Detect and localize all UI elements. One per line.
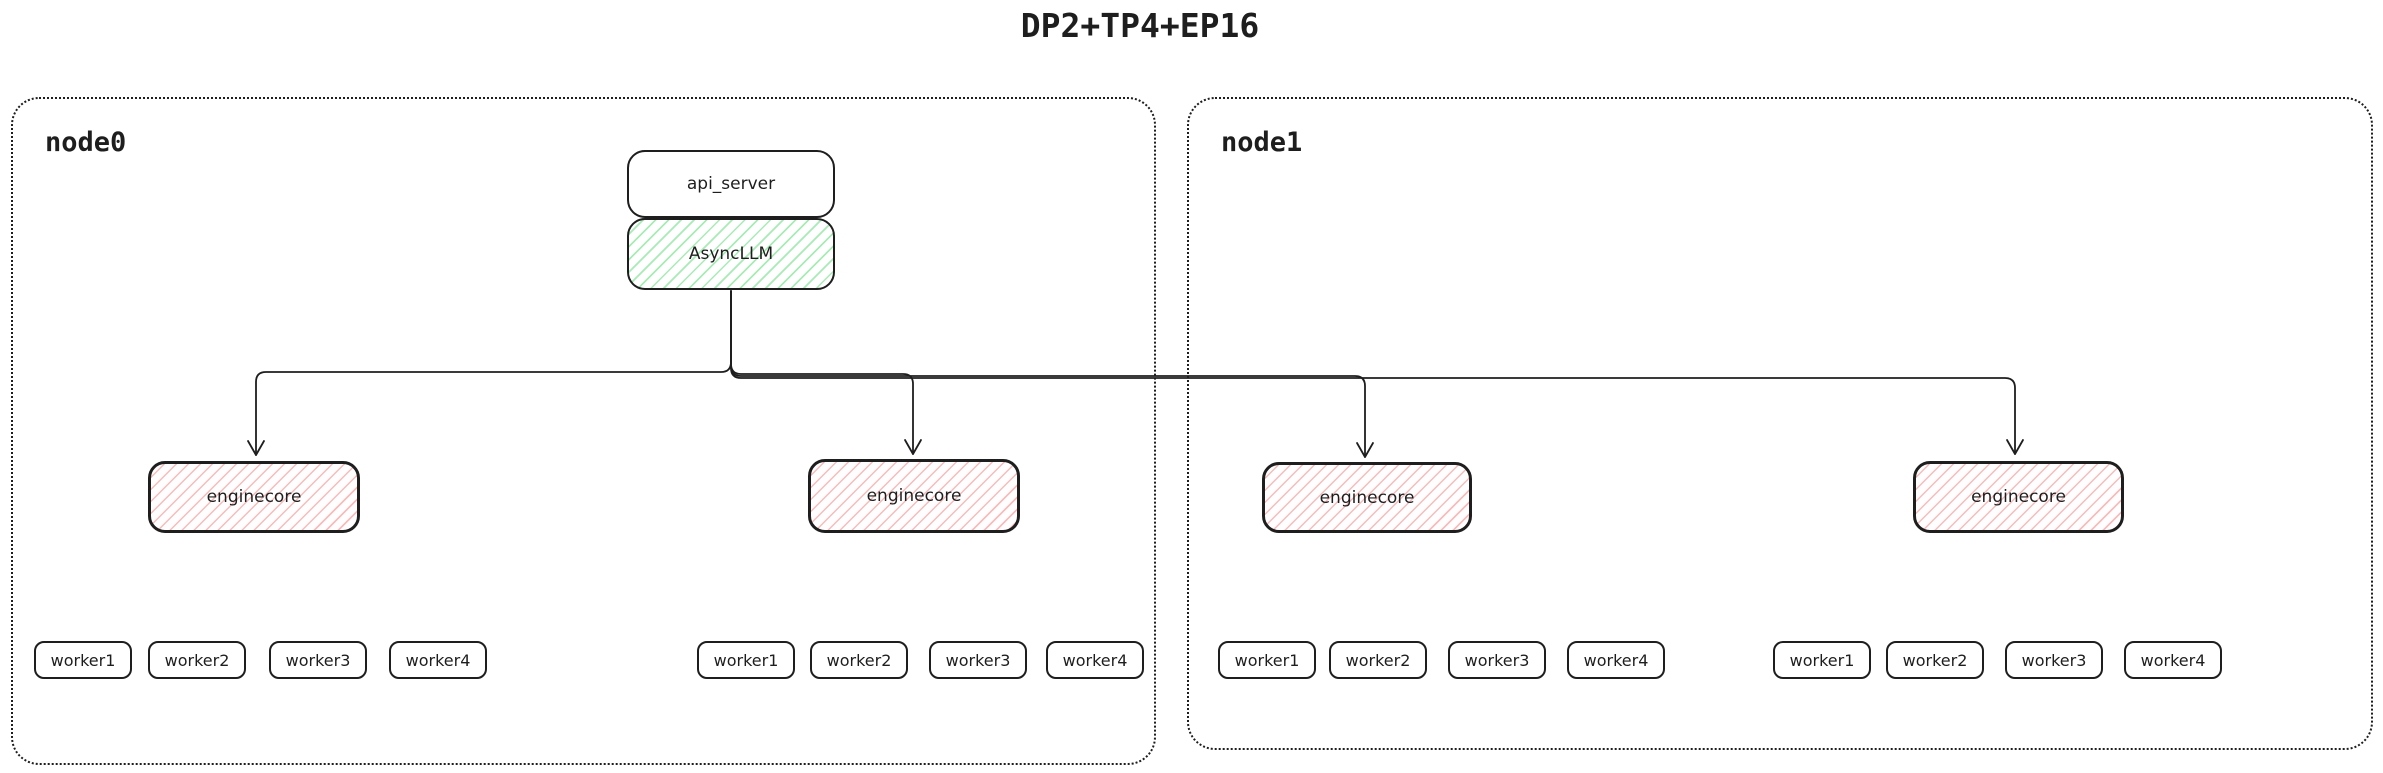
worker-label: worker4	[1062, 650, 1128, 670]
node0-ec1-worker2: worker2	[148, 641, 246, 679]
worker-label: worker3	[2021, 650, 2087, 670]
worker-label: worker3	[945, 650, 1011, 670]
diagram-title: DP2+TP4+EP16	[1020, 6, 1260, 45]
enginecore3-box: enginecore	[1262, 462, 1472, 533]
node0-ec2-worker3: worker3	[929, 641, 1027, 679]
asyncllm-box: AsyncLLM	[627, 218, 835, 290]
node0-ec1-worker4: worker4	[389, 641, 487, 679]
node1-ec4-worker1: worker1	[1773, 641, 1871, 679]
api-server-box: api_server	[627, 150, 835, 218]
node1-ec4-worker2: worker2	[1886, 641, 1984, 679]
worker-label: worker4	[405, 650, 471, 670]
node1-ec4-worker4: worker4	[2124, 641, 2222, 679]
worker-label: worker4	[2140, 650, 2206, 670]
enginecore4-box: enginecore	[1913, 461, 2124, 533]
node0-ec2-worker2: worker2	[810, 641, 908, 679]
node0-ec1-worker3: worker3	[269, 641, 367, 679]
node0-ec2-worker4: worker4	[1046, 641, 1144, 679]
worker-label: worker4	[1583, 650, 1649, 670]
worker-label: worker2	[164, 650, 230, 670]
enginecore1-label: enginecore	[206, 487, 302, 507]
worker-label: worker1	[1789, 650, 1855, 670]
node0-ec2-worker1: worker1	[697, 641, 795, 679]
enginecore2-label: enginecore	[866, 486, 962, 506]
node1-ec3-worker3: worker3	[1448, 641, 1546, 679]
node1-ec3-worker4: worker4	[1567, 641, 1665, 679]
enginecore1-box: enginecore	[148, 461, 360, 533]
asyncllm-label: AsyncLLM	[688, 244, 774, 264]
enginecore4-label: enginecore	[1971, 487, 2066, 507]
worker-label: worker1	[1234, 650, 1300, 670]
worker-label: worker3	[285, 650, 351, 670]
worker-label: worker1	[50, 650, 116, 670]
node1-ec3-worker2: worker2	[1329, 641, 1427, 679]
worker-label: worker2	[1902, 650, 1968, 670]
worker-label: worker1	[713, 650, 779, 670]
node0-label: node0	[45, 127, 127, 158]
node1-label: node1	[1221, 127, 1303, 158]
node1-ec4-worker3: worker3	[2005, 641, 2103, 679]
enginecore2-box: enginecore	[808, 459, 1020, 533]
worker-label: worker2	[1345, 650, 1411, 670]
api-server-label: api_server	[686, 174, 776, 194]
node1-ec3-worker1: worker1	[1218, 641, 1316, 679]
node0-ec1-worker1: worker1	[34, 641, 132, 679]
worker-label: worker2	[826, 650, 892, 670]
enginecore3-label: enginecore	[1319, 487, 1415, 508]
worker-label: worker3	[1464, 650, 1530, 670]
